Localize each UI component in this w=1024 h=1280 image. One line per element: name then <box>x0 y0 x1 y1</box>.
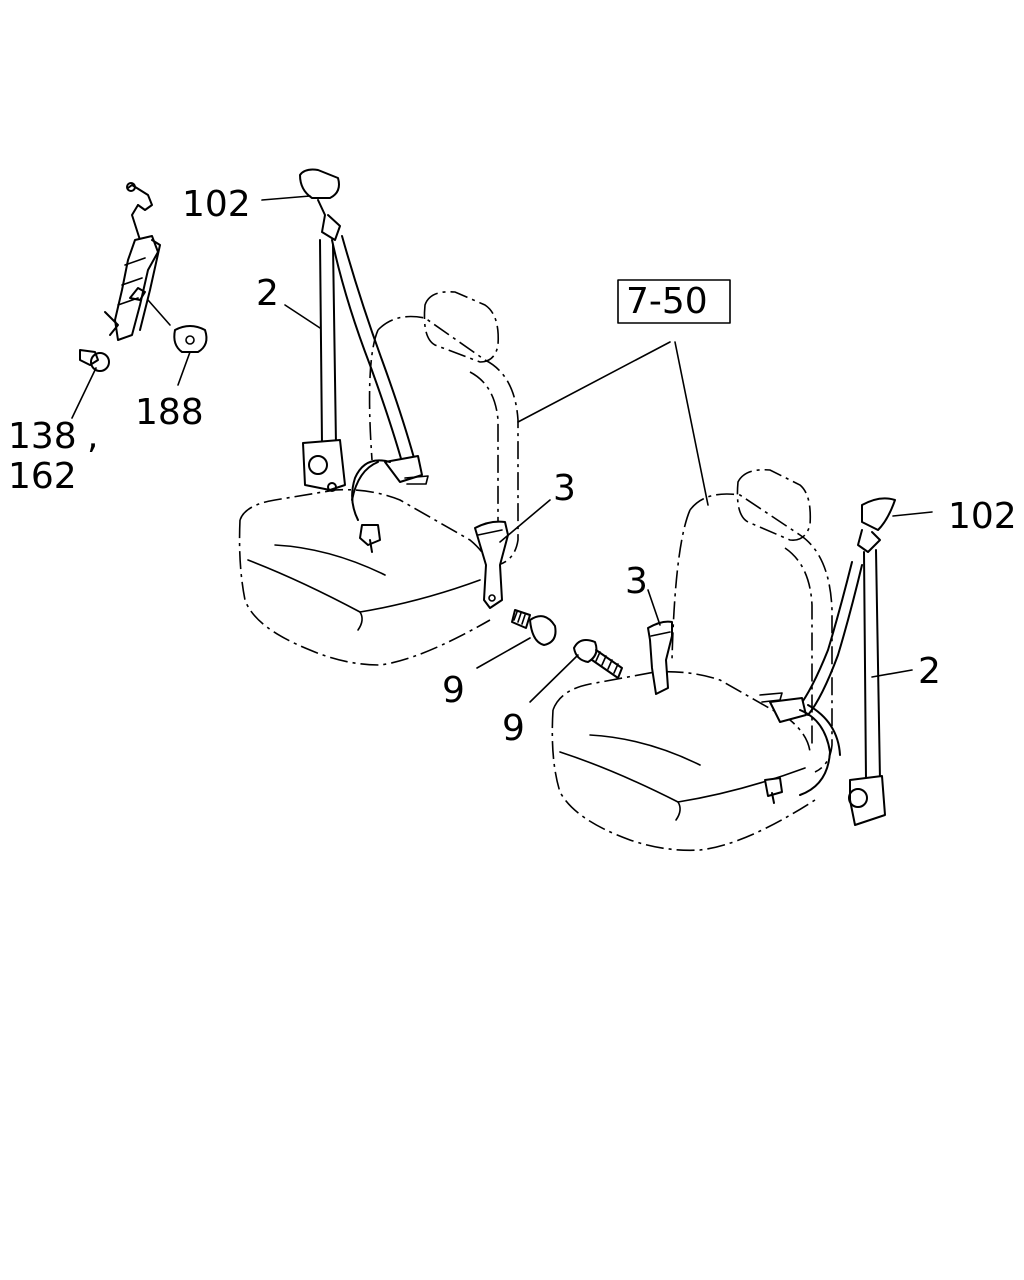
right-seat <box>551 468 833 852</box>
callout-102-right: 102 <box>948 496 1017 537</box>
callout-3-right: 3 <box>625 561 648 602</box>
left-bolt <box>511 609 557 646</box>
callout-162: 162 <box>8 456 77 497</box>
callout-138: 138 <box>8 416 77 457</box>
callout-188: 188 <box>135 392 204 433</box>
callout-138-comma: , <box>87 416 98 457</box>
callout-2-right: 2 <box>918 651 941 692</box>
leader-lines <box>71 195 933 703</box>
callout-7-50: 7-50 <box>626 281 708 322</box>
left-seat-belt-assembly <box>299 168 429 553</box>
height-adjuster-assembly <box>79 182 208 372</box>
callout-2-left: 2 <box>256 273 279 314</box>
right-seat-belt-assembly <box>759 497 896 826</box>
right-buckle <box>647 620 673 695</box>
callout-3-left: 3 <box>553 468 576 509</box>
callout-9-left: 9 <box>442 670 465 711</box>
callout-9-right: 9 <box>502 708 525 749</box>
right-bolt <box>573 639 623 679</box>
callout-102-left: 102 <box>182 184 251 225</box>
left-seat <box>238 290 519 666</box>
left-buckle <box>474 520 509 609</box>
